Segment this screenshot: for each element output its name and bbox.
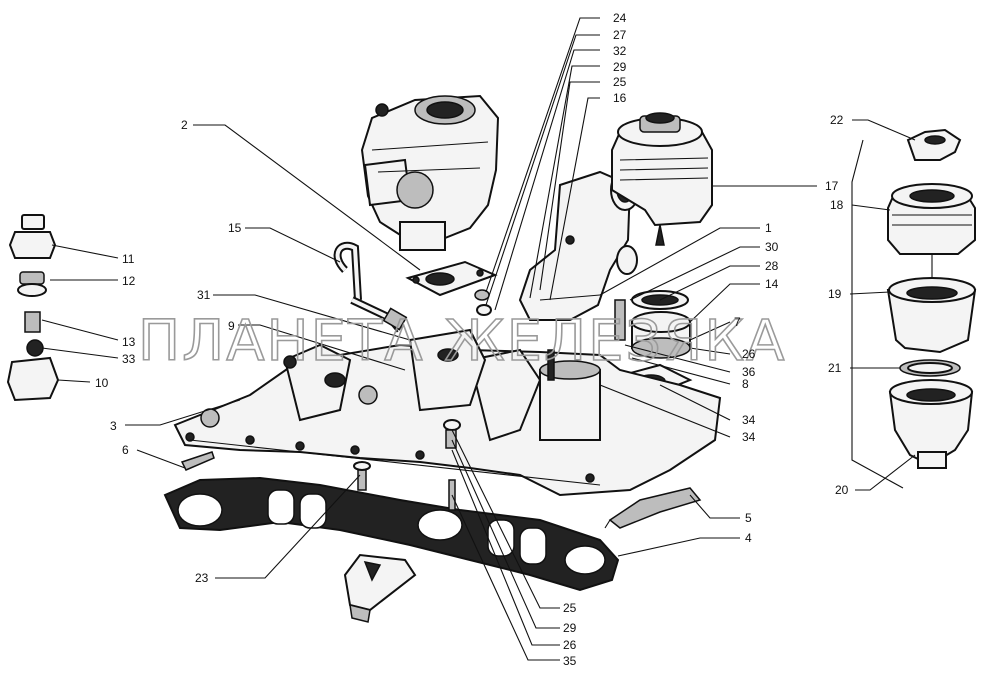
callout-31: 31	[197, 288, 211, 302]
callout-20: 20	[835, 483, 849, 497]
oil-filter-stack-parts	[886, 128, 977, 469]
callout-4: 4	[745, 531, 752, 545]
callout-30: 30	[765, 240, 779, 254]
callout-21: 21	[828, 361, 842, 375]
callout-7: 7	[734, 315, 741, 329]
callout-29-top: 29	[613, 60, 627, 74]
callout-17: 17	[825, 179, 839, 193]
air-cleaner-part	[611, 112, 713, 246]
callout-9: 9	[228, 319, 235, 333]
callout-27: 27	[613, 28, 627, 42]
callout-19: 19	[828, 287, 842, 301]
callout-34-a: 34	[742, 413, 756, 427]
callout-5: 5	[745, 511, 752, 525]
callout-25-top: 25	[613, 75, 627, 89]
watermark-text: ПЛАНЕТА ЖЕЛЕЗЯКА	[138, 309, 786, 374]
callout-12: 12	[122, 274, 136, 288]
carburetor-part	[360, 94, 500, 251]
callout-15: 15	[228, 221, 242, 235]
filter-group-bracket	[851, 139, 904, 489]
callout-18: 18	[830, 198, 844, 212]
callout-24: 24	[613, 11, 627, 25]
carburetor-gasket-part	[405, 260, 498, 297]
callout-22: 22	[830, 113, 844, 127]
callout-10: 10	[95, 376, 109, 390]
callout-36: 36	[742, 365, 756, 379]
leader-lines	[41, 17, 916, 661]
callout-14: 14	[765, 277, 779, 291]
callout-29-bottom: 29	[563, 621, 577, 635]
heat-shield-part	[343, 553, 417, 623]
callout-labels: 24 27 32 29 25 16 2 15 31 9 11 12 13 33 …	[95, 11, 849, 668]
bracket-part	[604, 487, 702, 529]
callout-23: 23	[195, 571, 209, 585]
callout-25-bottom: 25	[563, 601, 577, 615]
callout-2: 2	[181, 118, 188, 132]
plate-part	[180, 451, 215, 471]
callout-8: 8	[742, 377, 749, 391]
callout-34-b: 34	[742, 430, 756, 444]
callout-6: 6	[122, 443, 129, 457]
callout-1: 1	[765, 221, 772, 235]
callout-26-right: 26	[742, 347, 756, 361]
left-fittings-parts	[6, 214, 60, 402]
callout-32: 32	[613, 44, 627, 58]
manifold-gasket-part	[163, 476, 620, 592]
callout-35: 35	[563, 654, 577, 668]
callout-26-bottom: 26	[563, 638, 577, 652]
callout-13: 13	[122, 335, 136, 349]
callout-3: 3	[110, 419, 117, 433]
callout-33: 33	[122, 352, 136, 366]
callout-11: 11	[122, 252, 135, 266]
callout-28: 28	[765, 259, 779, 273]
callout-16: 16	[613, 91, 627, 105]
bent-tube-part	[333, 241, 408, 333]
